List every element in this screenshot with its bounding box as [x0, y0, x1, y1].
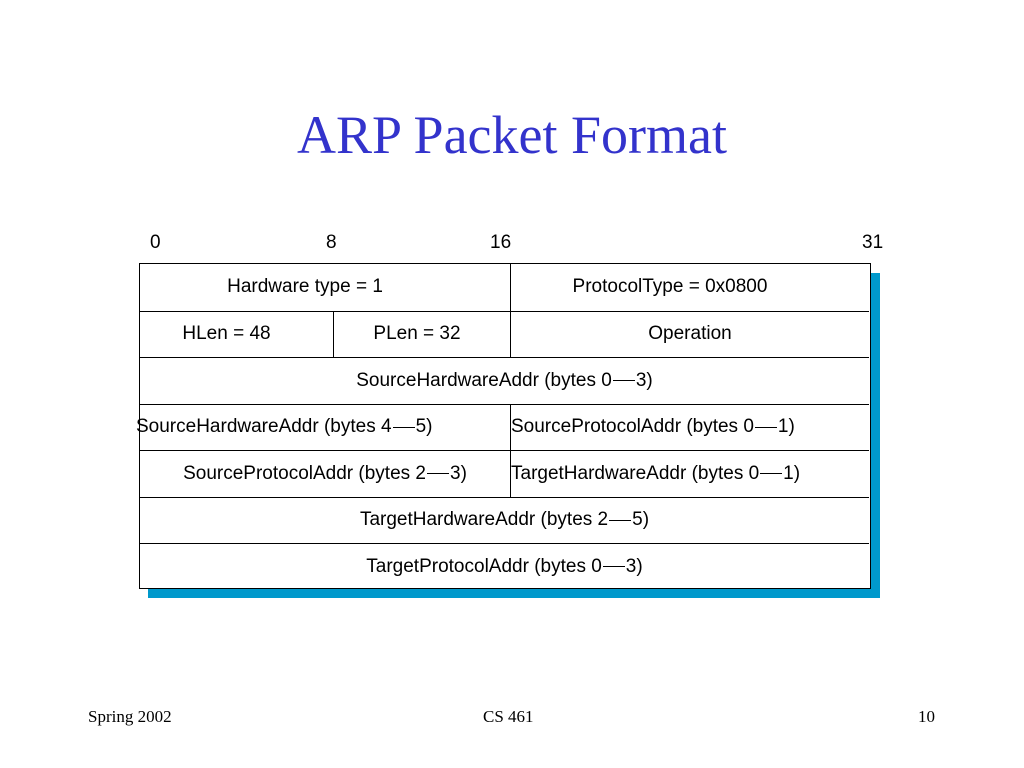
bit-label-0: 0: [150, 232, 161, 253]
field-source-hardware-addr-4-5: SourceHardwareAddr (bytes 4 5): [136, 405, 510, 451]
field-hlen: HLen = 48: [182, 323, 271, 345]
field-source-hardware-addr-0-3: SourceHardwareAddr (bytes 0 3): [140, 358, 869, 404]
field-label-end: 1): [777, 416, 795, 438]
field-label-end: 1): [783, 462, 801, 484]
field-hardware-type: Hardware type = 1: [227, 276, 383, 298]
field-label-end: 3): [450, 462, 467, 484]
field-label: SourceProtocolAddr (bytes 0: [511, 416, 754, 438]
bit-label-16: 16: [490, 232, 512, 253]
field-label-end: 3): [635, 369, 653, 391]
field-label: SourceHardwareAddr (bytes 4: [136, 416, 392, 438]
bit-label-31: 31: [862, 232, 884, 253]
packet-row: Hardware type = 1 ProtocolType = 0x0800: [140, 264, 869, 311]
range-dash: [392, 426, 415, 428]
range-dash: [612, 380, 635, 382]
packet-row: SourceHardwareAddr (bytes 0 3): [140, 357, 869, 404]
range-dash: [609, 519, 632, 521]
field-label: TargetHardwareAddr (bytes 2: [359, 509, 609, 531]
field-label: TargetHardwareAddr (bytes 0: [511, 462, 760, 484]
packet-row: HLen = 48 PLen = 32 Operation: [140, 310, 869, 357]
arp-packet-table: Hardware type = 1 ProtocolType = 0x0800 …: [136, 263, 871, 590]
field-target-hardware-addr-2-5: TargetHardwareAddr (bytes 2 5): [140, 498, 869, 544]
field-operation: Operation: [510, 311, 869, 357]
footer-slide-number: 10: [918, 707, 935, 726]
field-source-protocol-addr-0-1: SourceProtocolAddr (bytes 0 1): [510, 404, 869, 450]
packet-row: TargetProtocolAddr (bytes 0 3): [140, 543, 869, 590]
field-label-end: 3): [625, 555, 643, 577]
field-source-protocol-addr-2-3: SourceProtocolAddr (bytes 2 3): [140, 451, 510, 497]
field-label-end: 5): [415, 416, 433, 438]
slide-title: ARP Packet Format: [297, 105, 727, 165]
field-target-protocol-addr-0-3: TargetProtocolAddr (bytes 0 3): [140, 544, 869, 590]
field-target-hardware-addr-0-1: TargetHardwareAddr (bytes 0 1): [510, 451, 869, 497]
packet-row: TargetHardwareAddr (bytes 2 5): [140, 496, 869, 544]
field-label: SourceHardwareAddr (bytes 0: [356, 369, 612, 391]
packet-row: SourceHardwareAddr (bytes 4 5) SourceProt…: [136, 403, 869, 450]
footer-date: Spring 2002: [88, 707, 172, 726]
bit-label-8: 8: [326, 232, 337, 253]
field-label: TargetProtocolAddr (bytes 0: [366, 555, 602, 577]
field-label-end: 5): [632, 509, 650, 531]
range-dash: [754, 426, 777, 428]
packet-row: SourceProtocolAddr (bytes 2 3) TargetHard…: [140, 450, 869, 497]
field-protocol-type: ProtocolType = 0x0800: [510, 264, 869, 311]
range-dash: [760, 473, 783, 475]
field-plen: PLen = 32: [333, 311, 510, 357]
footer-course: CS 461: [483, 707, 534, 726]
field-label: SourceProtocolAddr (bytes 2: [183, 462, 426, 484]
range-dash: [427, 473, 449, 475]
range-dash: [602, 566, 625, 568]
